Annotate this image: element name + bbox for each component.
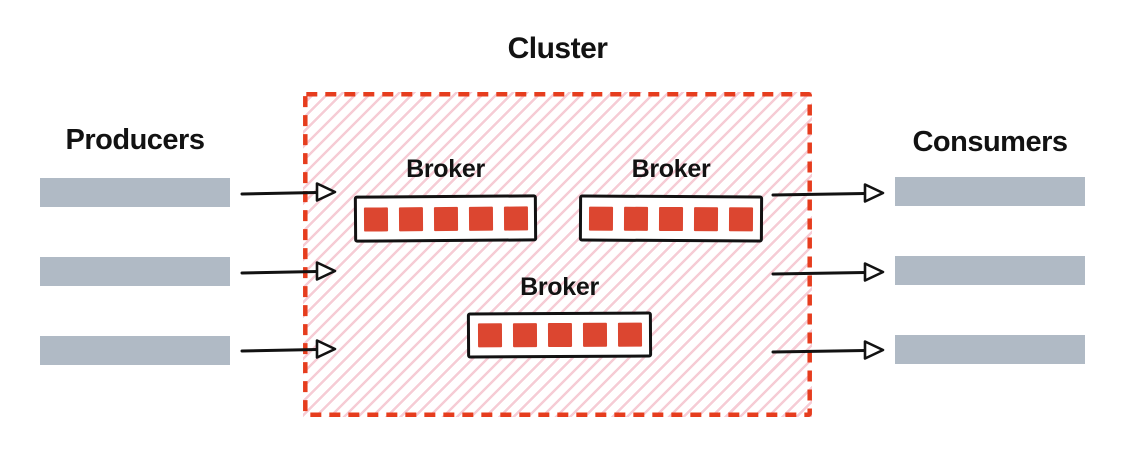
cluster-dashed-border: [303, 92, 812, 417]
partition-4: [693, 206, 719, 231]
consumer-bar-1: [895, 177, 1085, 206]
broker-3-label: Broker: [520, 273, 599, 301]
consumer-flow-arrow-3-icon: [771, 340, 885, 360]
consumer-bar-3: [895, 335, 1085, 364]
partition-2: [623, 206, 649, 231]
broker-2-partitions: [582, 198, 760, 240]
cluster-title: Cluster: [507, 32, 608, 65]
partition-1: [588, 206, 614, 231]
broker-3-box: [466, 311, 653, 359]
broker-3-partitions: [470, 315, 649, 356]
partition-4: [468, 206, 493, 231]
partition-5: [503, 205, 528, 231]
consumers-group: [895, 177, 1085, 364]
consumer-flow-arrow-2-icon: [771, 262, 885, 282]
consumer-flow-arrow-1-icon: [771, 183, 885, 203]
producer-flow-arrow-3-icon: [240, 339, 337, 359]
partition-1: [477, 323, 502, 348]
partition-4: [582, 322, 607, 347]
partition-3: [433, 206, 458, 231]
partition-3: [547, 322, 572, 348]
broker-1-label: Broker: [406, 155, 485, 183]
partition-3: [658, 206, 684, 231]
partition-5: [728, 206, 754, 231]
consumers-label: Consumers: [912, 126, 1068, 158]
partition-1: [363, 206, 388, 232]
partition-2: [398, 206, 423, 231]
partition-2: [512, 323, 537, 348]
broker-1-box: [353, 194, 538, 243]
partition-5: [617, 322, 642, 347]
producer-flow-arrow-1-icon: [240, 182, 337, 202]
producer-bar-2: [40, 257, 230, 286]
producers-group: [40, 178, 230, 365]
producer-bar-1: [40, 178, 230, 207]
producer-flow-arrow-2-icon: [240, 261, 337, 281]
broker-2-label: Broker: [631, 155, 711, 183]
consumer-bar-2: [895, 256, 1085, 285]
broker-2-box: [578, 194, 764, 243]
producers-label: Producers: [65, 124, 205, 156]
producer-bar-3: [40, 336, 230, 365]
cluster-box: [303, 92, 812, 417]
broker-1-partitions: [357, 197, 534, 239]
